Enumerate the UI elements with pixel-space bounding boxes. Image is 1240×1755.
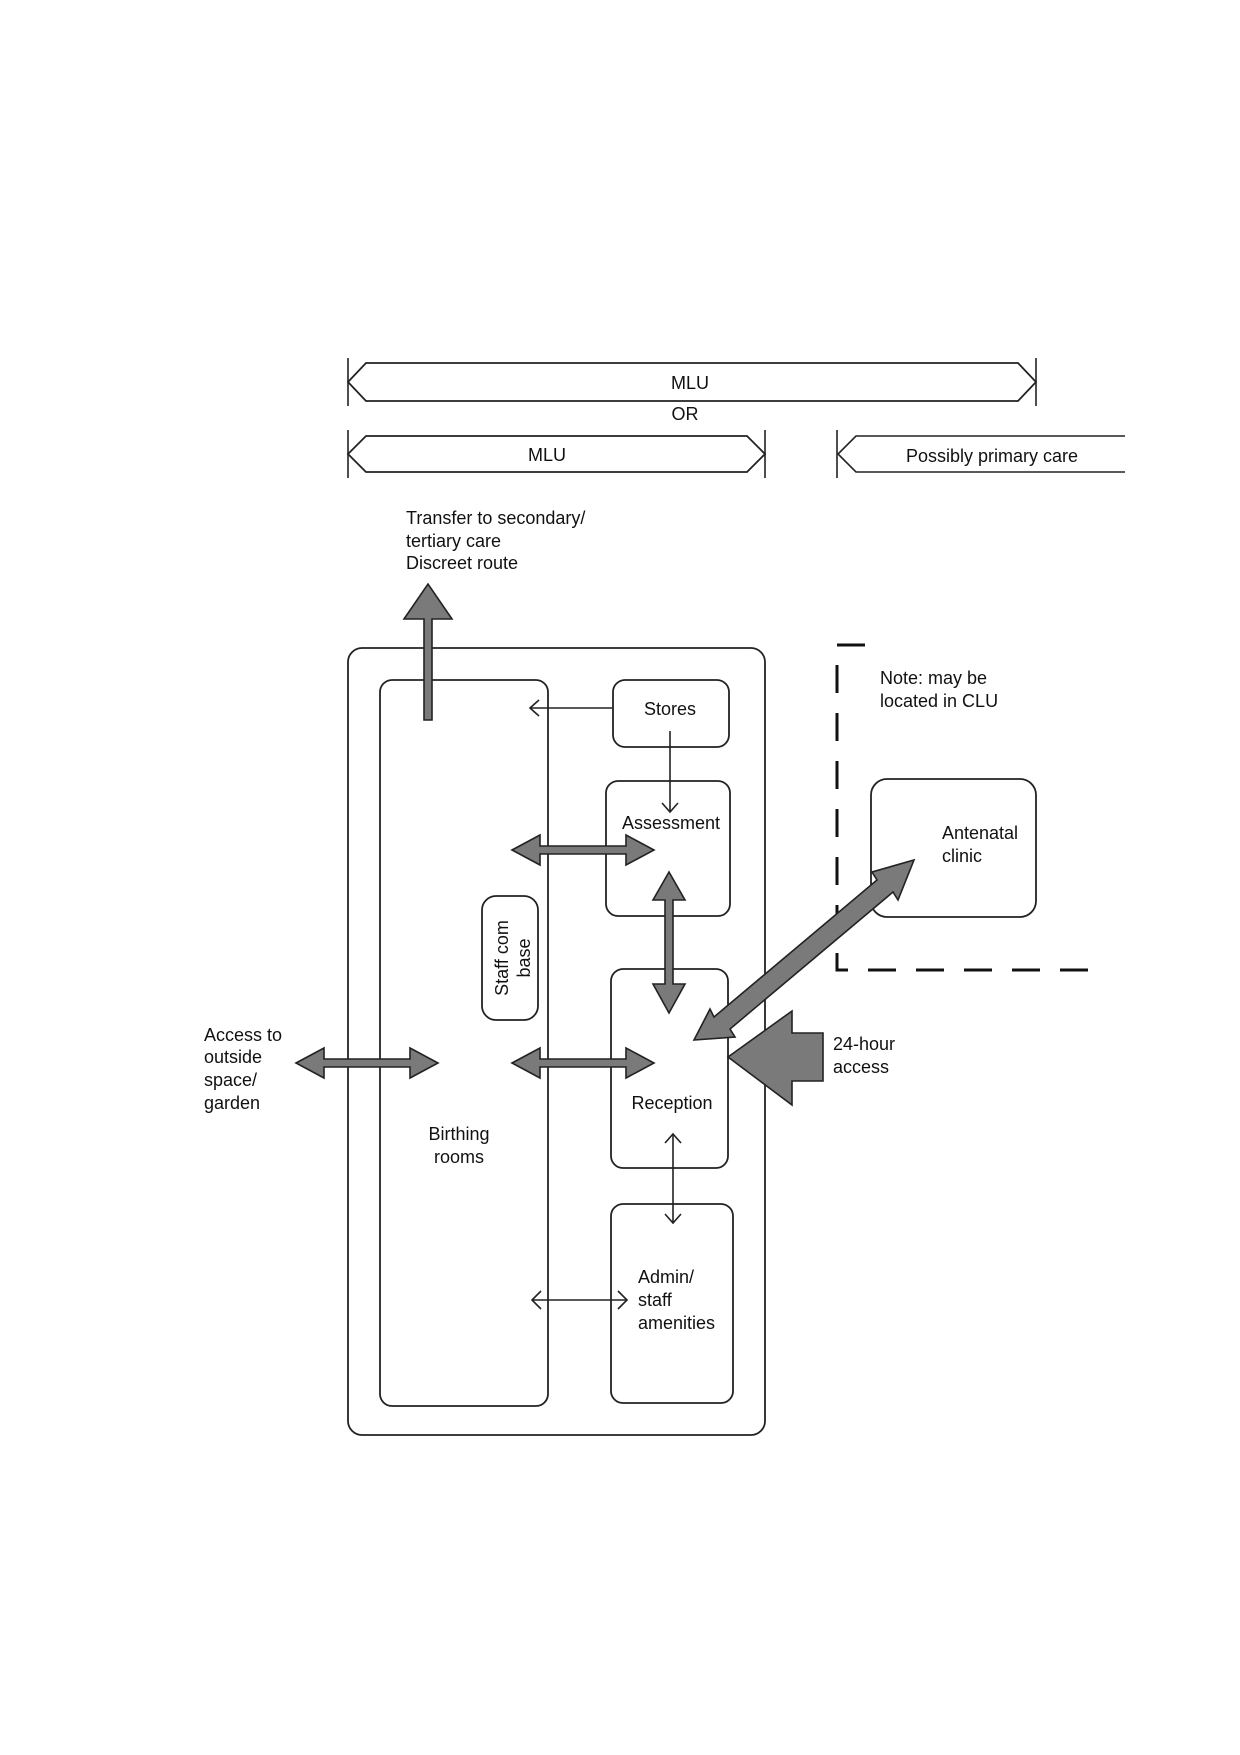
outside-access-label-4: garden: [204, 1093, 260, 1113]
access-24h-label-1: 24-hour: [833, 1034, 895, 1054]
birthing-admin-arrow: [530, 1290, 629, 1310]
admin-box: [610, 1203, 734, 1404]
birthing-rooms-label-2: rooms: [434, 1147, 484, 1167]
scope-bar-mlu-partial: MLU: [346, 430, 767, 478]
outside-birthing-arrow: [294, 1046, 440, 1080]
access-24h-arrow: [726, 1009, 824, 1107]
or-label: OR: [672, 404, 699, 424]
admin-label-2: staff: [638, 1290, 673, 1310]
birthing-rooms-label-1: Birthing: [428, 1124, 489, 1144]
reception-antenatal-arrow: [692, 858, 916, 1041]
note-line-1: Note: may be: [880, 668, 987, 688]
admin-label-3: amenities: [638, 1313, 715, 1333]
birthing-assessment-arrow: [510, 833, 656, 867]
transfer-label-line-2: tertiary care: [406, 531, 501, 551]
scope-bar-mlu-full-label: MLU: [671, 373, 709, 393]
antenatal-label-2: clinic: [942, 846, 982, 866]
note-line-2: located in CLU: [880, 691, 998, 711]
stores-to-birthing-arrow: [528, 699, 613, 717]
staff-base-label-2: base: [514, 938, 534, 977]
outside-access-label-3: space/: [204, 1070, 257, 1090]
scope-bar-primary-care-label: Possibly primary care: [906, 446, 1078, 466]
scope-bar-mlu-partial-label: MLU: [528, 445, 566, 465]
stores-to-assessment-arrow: [661, 731, 679, 814]
stores-label: Stores: [644, 699, 696, 719]
reception-admin-arrow: [664, 1132, 682, 1225]
outside-access-label-2: outside: [204, 1047, 262, 1067]
antenatal-label-1: Antenatal: [942, 823, 1018, 843]
birthing-reception-arrow: [510, 1046, 656, 1080]
transfer-up-arrow: [402, 582, 454, 721]
scope-bar-mlu-full: MLU: [346, 358, 1038, 406]
access-24h-label-2: access: [833, 1057, 889, 1077]
outside-access-label-1: Access to: [204, 1025, 282, 1045]
reception-label: Reception: [631, 1093, 712, 1113]
assessment-reception-arrow: [651, 870, 687, 1015]
transfer-label-line-1: Transfer to secondary/: [406, 508, 585, 528]
scope-bar-primary-care: Possibly primary care: [836, 430, 1125, 478]
birthing-rooms-box: [379, 679, 549, 1407]
transfer-label-line-3: Discreet route: [406, 553, 518, 573]
staff-base-label-1: Staff com: [492, 920, 512, 996]
admin-label-1: Admin/: [638, 1267, 694, 1287]
assessment-label: Assessment: [622, 813, 720, 833]
antenatal-clinic-box: [870, 778, 1037, 918]
clu-zone-boundary: [835, 643, 1105, 972]
staff-base-box: [481, 895, 539, 1021]
stores-box: [612, 679, 730, 748]
